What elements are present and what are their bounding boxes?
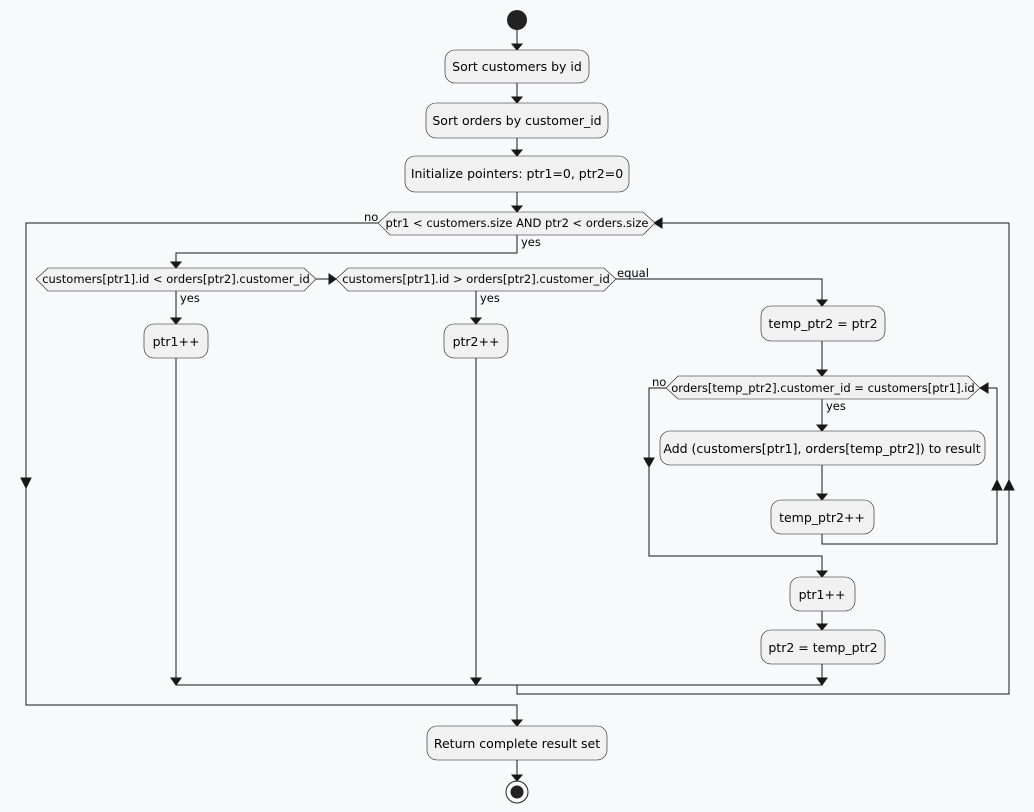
sort-customers-node: Sort customers by id xyxy=(444,49,590,84)
sort-orders-node: Sort orders by customer_id xyxy=(425,102,609,139)
increment-ptr1-equal-label: ptr1++ xyxy=(799,587,846,602)
init-pointers-label: Initialize pointers: ptr1=0, ptr2=0 xyxy=(411,166,623,181)
return-result-label: Return complete result set xyxy=(434,736,600,751)
greater-than-condition: customers[ptr1].id > orders[ptr2].custom… xyxy=(335,267,617,292)
loop-condition-label: ptr1 < customers.size AND ptr2 < orders.… xyxy=(386,216,649,230)
inner-loop-condition: orders[temp_ptr2].customer_id = customer… xyxy=(665,375,981,400)
less-than-condition: customers[ptr1].id < orders[ptr2].custom… xyxy=(35,267,317,292)
less-than-condition-label: customers[ptr1].id < orders[ptr2].custom… xyxy=(42,272,310,286)
loop-condition: ptr1 < customers.size AND ptr2 < orders.… xyxy=(377,211,656,236)
loop-no-label: no xyxy=(364,210,378,224)
temp-assign-node: temp_ptr2 = ptr2 xyxy=(760,305,886,342)
increment-ptr1-node: ptr1++ xyxy=(143,323,209,359)
stop-node xyxy=(505,780,529,804)
restore-ptr2-label: ptr2 = temp_ptr2 xyxy=(768,640,877,655)
return-result-node: Return complete result set xyxy=(426,725,608,761)
inner-yes-label: yes xyxy=(826,399,846,413)
greater-yes-label: yes xyxy=(480,291,500,305)
increment-temp-node: temp_ptr2++ xyxy=(770,499,875,535)
increment-ptr1-equal-node: ptr1++ xyxy=(789,576,856,612)
increment-ptr1-label: ptr1++ xyxy=(153,334,200,349)
increment-ptr2-node: ptr2++ xyxy=(443,323,509,359)
inner-no-label: no xyxy=(652,375,666,389)
inner-loop-condition-label: orders[temp_ptr2].customer_id = customer… xyxy=(671,381,974,395)
sort-customers-label: Sort customers by id xyxy=(452,59,582,74)
start-node xyxy=(507,10,527,30)
increment-ptr2-label: ptr2++ xyxy=(453,334,500,349)
loop-yes-label: yes xyxy=(521,235,541,249)
add-result-node: Add (customers[ptr1], orders[temp_ptr2])… xyxy=(659,430,986,466)
add-result-label: Add (customers[ptr1], orders[temp_ptr2])… xyxy=(663,441,980,456)
less-yes-label: yes xyxy=(180,291,200,305)
temp-assign-label: temp_ptr2 = ptr2 xyxy=(768,316,877,331)
restore-ptr2-node: ptr2 = temp_ptr2 xyxy=(760,629,886,665)
init-pointers-node: Initialize pointers: ptr1=0, ptr2=0 xyxy=(404,155,630,193)
sort-orders-label: Sort orders by customer_id xyxy=(432,113,601,128)
greater-than-condition-label: customers[ptr1].id > orders[ptr2].custom… xyxy=(342,272,610,286)
increment-temp-label: temp_ptr2++ xyxy=(779,510,865,525)
edges xyxy=(20,30,1015,782)
equal-label: equal xyxy=(617,266,649,280)
